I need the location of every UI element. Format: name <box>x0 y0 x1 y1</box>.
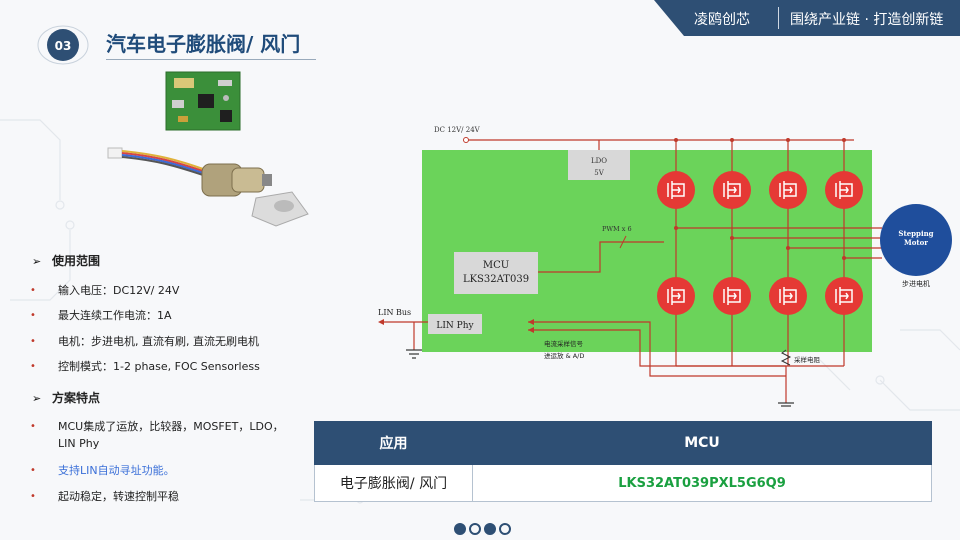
bullet-dot-icon: • <box>30 491 36 502</box>
table-cell-application: 电子膨胀阀/ 风门 <box>314 464 473 502</box>
ldo-block <box>568 150 630 180</box>
features-heading: ➢方案特点 <box>32 391 101 405</box>
lin-bus-label: LIN Bus <box>378 308 411 317</box>
ldo-label: LDO <box>591 157 607 165</box>
pwm-label: PWM x 6 <box>602 225 632 233</box>
table-header-application: 应用 <box>314 421 473 465</box>
shunt-resistor-icon <box>780 349 792 366</box>
ldo-voltage: 5V <box>594 169 604 177</box>
bullet-dot-icon: • <box>30 336 36 347</box>
shunt-label: 采样电阻 <box>794 355 821 364</box>
brand-slogan: 围绕产业链 · 打造创新链 <box>790 12 944 28</box>
application-table: 应用 MCU 电子膨胀阀/ 风门 LKS32AT039PXL5G6Q9 <box>314 421 932 502</box>
page-dot-3[interactable] <box>484 523 496 535</box>
mcu-block <box>454 252 538 294</box>
page-dot-1[interactable] <box>454 523 466 535</box>
circuit-schematic: DC 12V/ 24V LDO 5V MCU LKS32AT039 PWM x … <box>378 126 952 407</box>
sense-opamp-label: 进运放 & A/D <box>544 351 584 360</box>
section-number: 03 <box>55 39 72 53</box>
header-separator <box>778 7 779 29</box>
bullet-dot-icon: • <box>30 361 36 372</box>
motor-label-line1: Stepping <box>898 229 933 238</box>
pagination-dots <box>454 523 514 537</box>
table-header-row: 应用 MCU <box>314 421 932 465</box>
bullet-dot-icon: • <box>30 465 36 476</box>
bullet-dot-icon: • <box>30 285 36 296</box>
dc-input-label: DC 12V/ 24V <box>434 126 481 134</box>
header-bar <box>654 0 960 36</box>
brand-name: 凌鸥创芯 <box>694 12 750 28</box>
pcb-photo <box>165 71 241 131</box>
title-underline <box>106 59 316 60</box>
table-header-mcu: MCU <box>472 421 932 465</box>
table-cell-mcu: LKS32AT039PXL5G6Q9 <box>472 464 932 502</box>
lin-phy-block <box>428 314 482 334</box>
usage-heading: ➢使用范围 <box>32 254 101 268</box>
arrow-bullet-icon: ➢ <box>32 392 42 405</box>
sense-signal-label: 电流采样信号 <box>544 339 584 348</box>
page-dot-4[interactable] <box>499 523 511 535</box>
arrow-bullet-icon: ➢ <box>32 255 42 268</box>
page-dot-2[interactable] <box>469 523 481 535</box>
mcu-label: MCU <box>483 260 509 271</box>
stepper-motor-photo <box>107 147 309 227</box>
table-row: 电子膨胀阀/ 风门 LKS32AT039PXL5G6Q9 <box>314 464 932 502</box>
stepper-motor-icon <box>880 204 952 276</box>
mosfet-transistor-icons <box>657 171 863 315</box>
section-number-badge: 03 <box>37 25 89 65</box>
page-title: 汽车电子膨胀阀/ 风门 <box>106 32 301 56</box>
bullet-dot-icon: • <box>30 421 36 432</box>
mcu-part-label: LKS32AT039 <box>463 274 529 285</box>
bullet-dot-icon: • <box>30 310 36 321</box>
motor-label-line2: Motor <box>904 238 928 247</box>
motor-cn-label: 步进电机 <box>902 279 930 288</box>
lin-phy-label: LIN Phy <box>436 321 474 331</box>
